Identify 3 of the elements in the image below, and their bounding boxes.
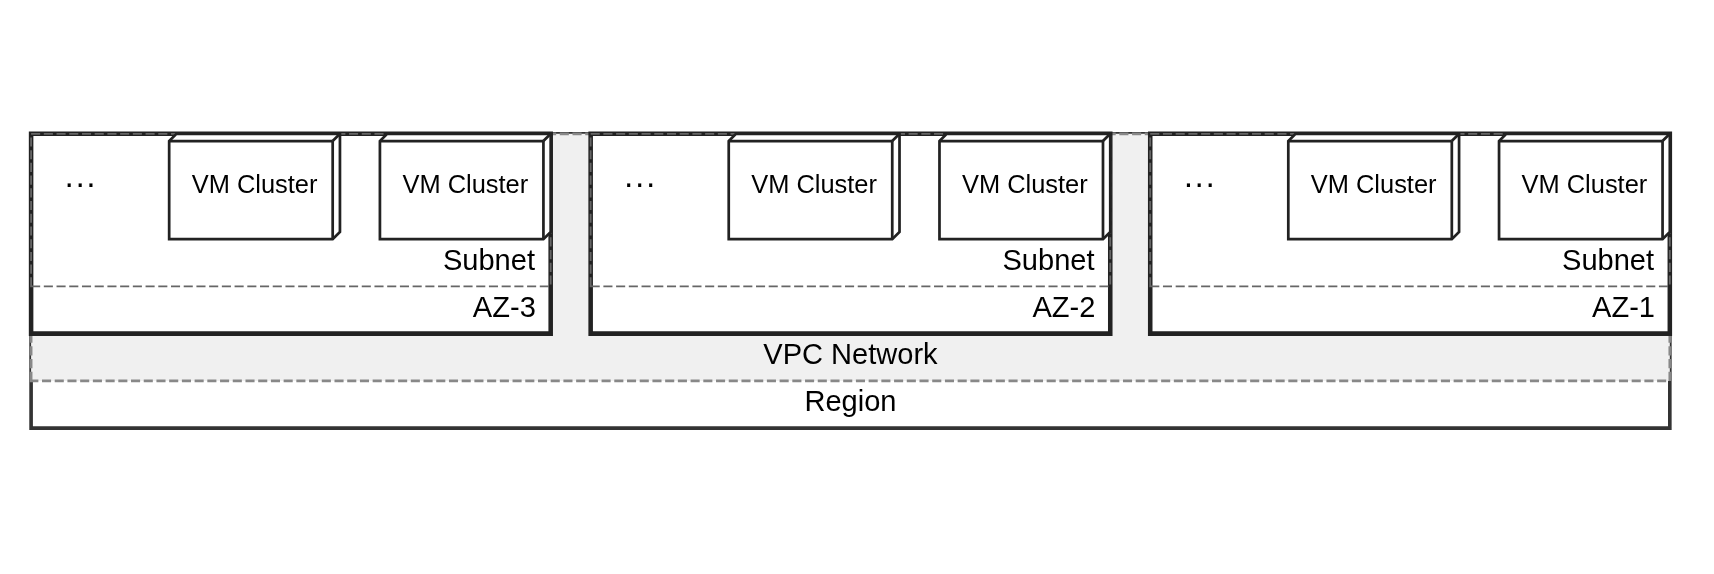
label: ··· [623,163,657,201]
label: ··· [1182,163,1216,201]
label: ··· [63,163,97,201]
